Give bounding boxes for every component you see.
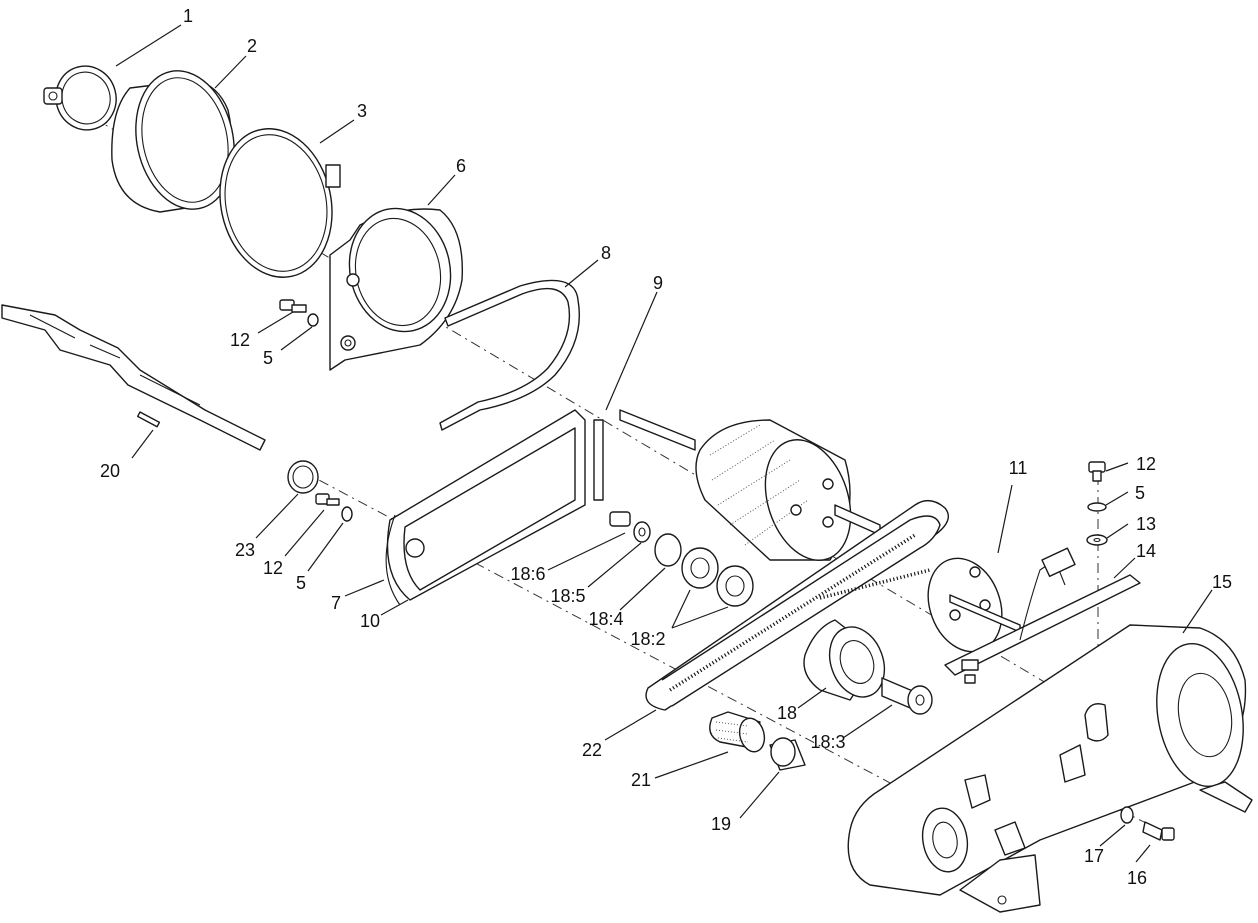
bushing (769, 737, 806, 771)
callout-5-right: 5 (1135, 483, 1145, 503)
callout-18-4: 18:4 (588, 609, 623, 629)
belt-guard (385, 409, 604, 606)
flat-belt (439, 279, 581, 431)
callout-19: 19 (711, 814, 731, 834)
callout-18-2: 18:2 (630, 629, 665, 649)
callout-18-5: 18:5 (550, 586, 585, 606)
callout-5-upper: 5 (263, 348, 273, 368)
flange-disk (927, 557, 1021, 653)
callout-8: 8 (601, 243, 611, 263)
callout-20: 20 (100, 461, 120, 481)
drive-roller (619, 409, 881, 561)
callout-18-3: 18:3 (810, 732, 845, 752)
callout-13: 13 (1136, 514, 1156, 534)
hose-clamp (43, 65, 117, 131)
callout-12-lower: 12 (263, 558, 283, 578)
mounting-plate (329, 207, 464, 371)
toothed-belt (645, 500, 949, 711)
callout-2: 2 (247, 36, 257, 56)
idler-hardware (609, 511, 754, 607)
sensor-bracket (944, 547, 1141, 684)
cover-sleeve (111, 70, 235, 213)
callout-11: 11 (1009, 458, 1028, 478)
drive-shaft (1, 304, 266, 451)
gear-housing (847, 624, 1253, 913)
callout-23: 23 (235, 540, 255, 560)
bolt-washer-housing (1120, 806, 1175, 841)
callout-15: 15 (1212, 572, 1232, 592)
callout-18-6: 18:6 (510, 564, 545, 584)
retaining-ring (219, 128, 341, 278)
callout-14: 14 (1136, 541, 1156, 561)
spacer-pin (881, 677, 933, 715)
oil-seal (287, 460, 319, 494)
callout-17: 17 (1084, 846, 1104, 866)
vertical-bolt-stack (1086, 461, 1108, 546)
callout-labels: 1 2 3 6 8 9 12 5 20 23 12 5 7 10 18:6 18… (100, 6, 1232, 888)
callout-6: 6 (456, 156, 466, 176)
callout-22: 22 (582, 740, 602, 760)
callout-5-lower: 5 (296, 573, 306, 593)
callout-7: 7 (331, 593, 341, 613)
callout-18: 18 (777, 703, 797, 723)
leader-lines (115, 24, 1213, 863)
bolt-washer-upper (279, 299, 319, 327)
callout-12-upper: 12 (230, 330, 250, 350)
drive-sprocket (709, 711, 766, 753)
callout-12-right: 12 (1136, 454, 1156, 474)
callout-1: 1 (183, 6, 193, 26)
callout-9: 9 (653, 273, 663, 293)
callout-16: 16 (1127, 868, 1147, 888)
bolt-washer-lower (315, 493, 353, 522)
callout-3: 3 (357, 101, 367, 121)
idler-roller (803, 619, 886, 701)
callout-10: 10 (360, 611, 380, 631)
callout-21: 21 (631, 770, 651, 790)
